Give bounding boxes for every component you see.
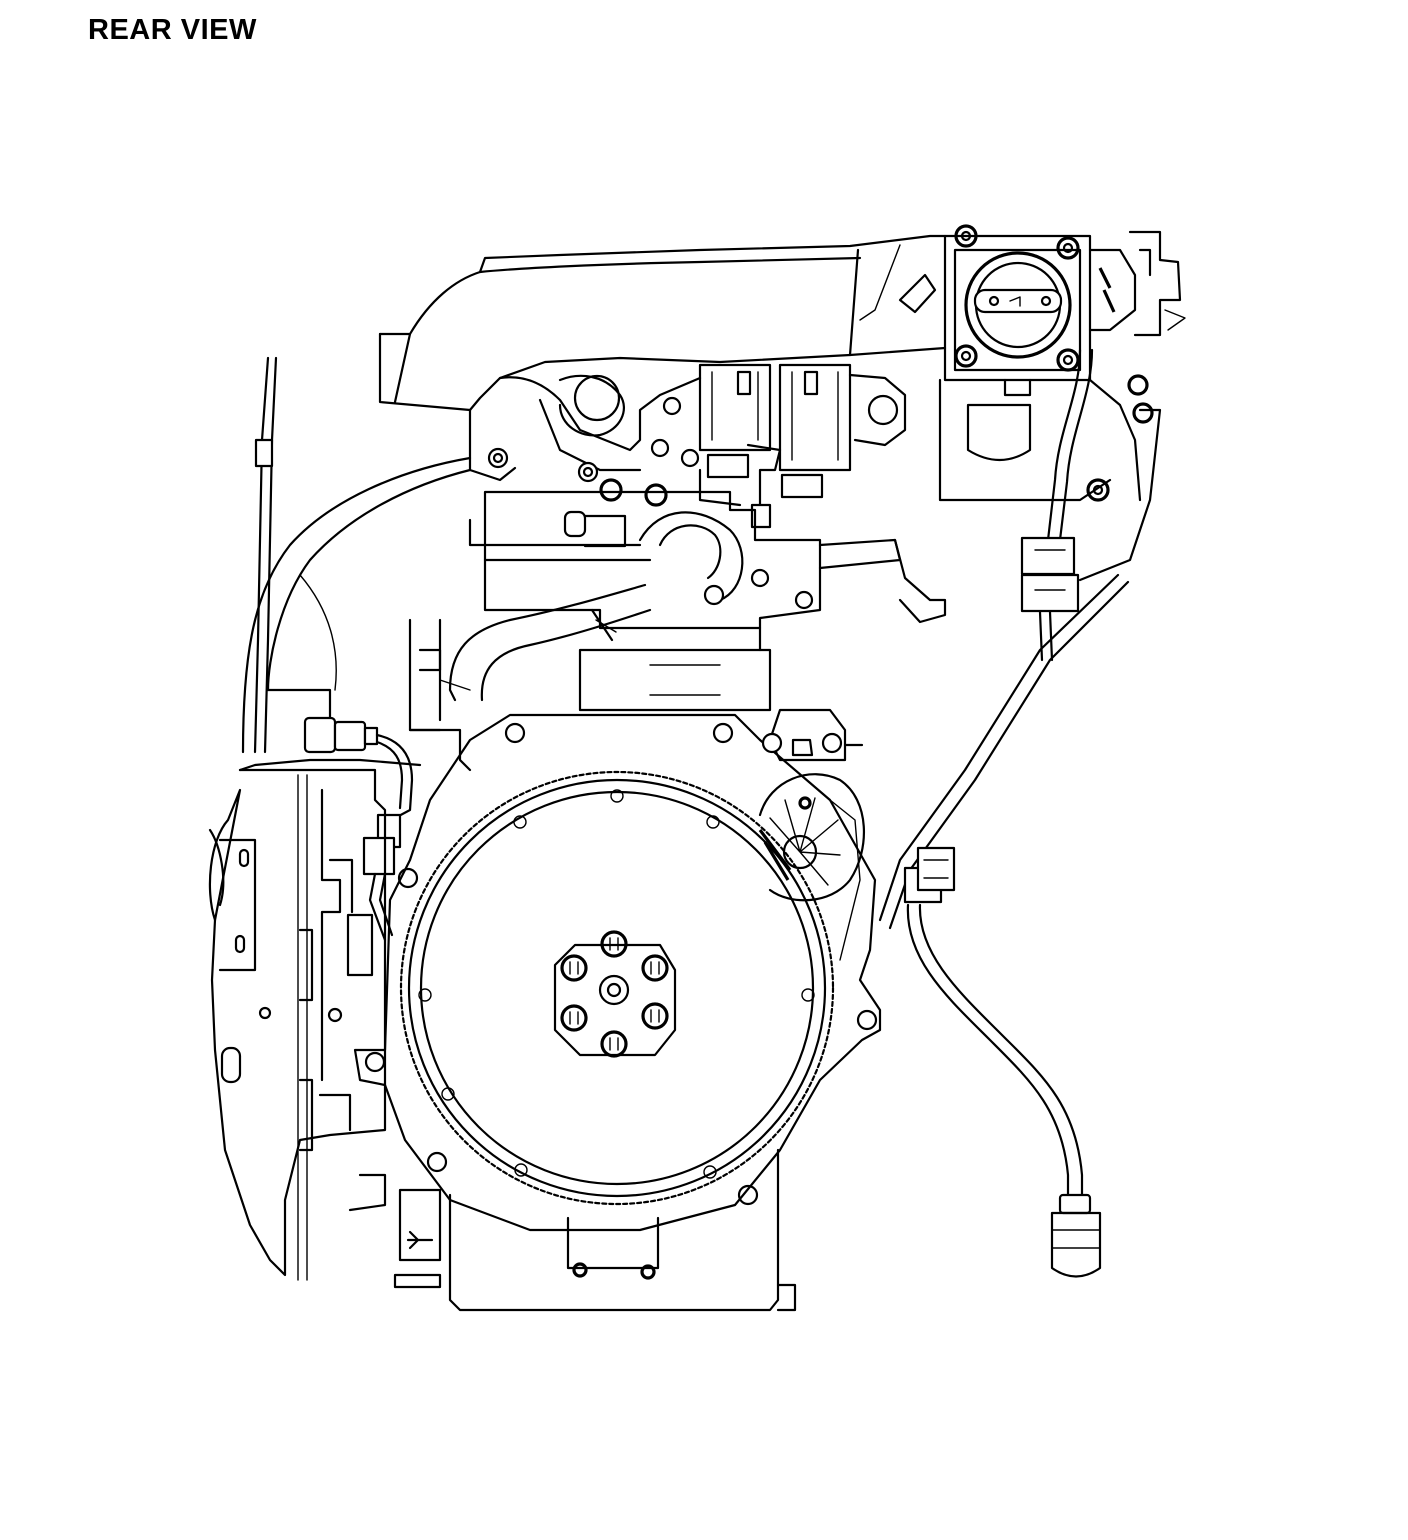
intake-manifold <box>378 234 947 412</box>
bypass-tube <box>878 573 1130 930</box>
crankshaft-sensor-connector <box>303 716 414 942</box>
engine-block <box>408 618 772 732</box>
throttle-body <box>943 224 1186 382</box>
flywheel <box>399 770 835 1206</box>
heater-hose <box>448 583 652 702</box>
intake-air-duct <box>241 456 472 754</box>
oil-pan <box>448 1148 797 1312</box>
left-accessory-bracket <box>208 758 442 1289</box>
coolant-outlet-housing <box>468 478 947 630</box>
manifold-lower-section <box>938 374 1162 582</box>
dipstick-tube <box>253 356 278 754</box>
ignition-coil-pack <box>698 363 907 529</box>
starter-motor <box>758 708 865 902</box>
timing-cover <box>468 374 702 483</box>
lower-block-details <box>408 648 472 772</box>
downstream-o2-sensor <box>903 846 1102 1278</box>
oxygen-sensor-harness <box>1020 348 1094 662</box>
diagram-title: REAR VIEW <box>88 14 257 46</box>
